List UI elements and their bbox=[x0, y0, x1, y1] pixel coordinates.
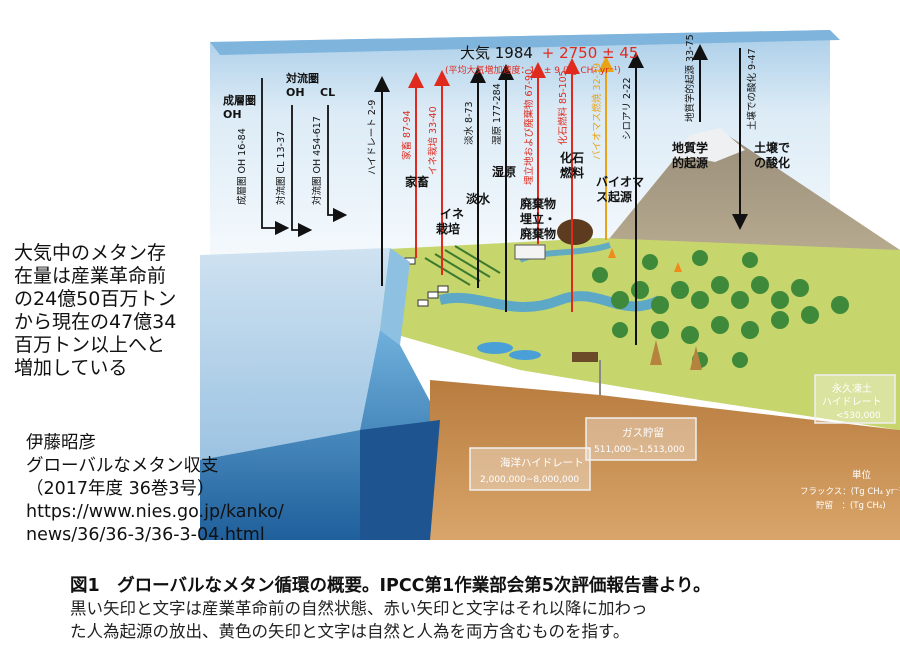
source-label-rice-2: 栽培 bbox=[436, 221, 460, 236]
flux-label-biomass: バイオマス燃焼 32-39 bbox=[591, 63, 603, 160]
source-label-landfill-1: 廃棄物 bbox=[520, 196, 556, 211]
permafrost-box bbox=[814, 374, 896, 424]
flux-label-rice: イネ栽培 33-40 bbox=[427, 106, 439, 175]
flux-label-landfill: 埋立地および廃棄物 67-90 bbox=[523, 69, 535, 185]
flux-label-hydrate: ハイドレート 2-9 bbox=[367, 100, 378, 175]
citation-title: グローバルなメタン収支 bbox=[26, 456, 219, 476]
note-line: 百万トン以上へと bbox=[14, 334, 166, 356]
source-label-fossil-2: 燃料 bbox=[560, 165, 584, 180]
flux-label-geologic: 地質学的起源 33-75 bbox=[684, 34, 696, 122]
note-line: 在量は産業革命前 bbox=[14, 265, 167, 287]
source-label-biomass-1: バイオマ bbox=[596, 175, 644, 189]
note-line: の24億50百万トン bbox=[14, 288, 177, 310]
emission-arrows bbox=[374, 44, 748, 345]
source-label-freshwater: 淡水 bbox=[466, 191, 491, 206]
gas-storage-value: 511,000~1,513,000 bbox=[594, 445, 685, 455]
sink-arrows bbox=[261, 78, 348, 238]
stratosphere-title: 成層圏 bbox=[223, 93, 256, 107]
citation-url-2[interactable]: news/36/36-3/36-3-04.html bbox=[26, 525, 265, 545]
permafrost-name-1: 永久凍土 bbox=[832, 382, 872, 395]
atmosphere-growth-rate: (平均大気増加速度：17 ± 9 (Tg CH₄ yr⁻¹) bbox=[445, 64, 621, 76]
sink-label-trop-oh: 対流圏 OH 454-617 bbox=[311, 116, 323, 205]
source-label-geologic-1: 地質学 bbox=[672, 140, 708, 155]
caption-line-1: 黒い矢印と文字は産業革命前の自然状態、赤い矢印と文字はそれ以降に加わっ bbox=[70, 599, 648, 618]
source-label-livestock: 家畜 bbox=[405, 174, 429, 189]
ocean-hydrate-name: 海洋ハイドレート bbox=[500, 456, 584, 469]
stratosphere-oh: OH bbox=[223, 108, 242, 121]
caption-title: 図1 グローバルなメタン循環の概要。IPCC第1作業部会第5次評価報告書より。 bbox=[70, 576, 711, 596]
flux-label-fossil: 化石燃料 85-105 bbox=[557, 70, 569, 145]
caption-line-2: た人為起源の放出、黄色の矢印と文字は自然と人為を両方含むものを指す。 bbox=[70, 622, 630, 641]
sink-label-trop-cl: 対流圏 CL 13-37 bbox=[275, 131, 287, 205]
citation: 伊藤昭彦 グローバルなメタン収支 （2017年度 36巻3号） https://… bbox=[26, 432, 284, 547]
troposphere-title: 対流圏 bbox=[285, 71, 319, 85]
source-label-wetland: 湿原 bbox=[492, 164, 516, 179]
flux-label-soil: 土壌での酸化 9-47 bbox=[746, 48, 758, 130]
ocean-hydrate-value: 2,000,000~8,000,000 bbox=[480, 475, 579, 485]
note-line: から現在の47億34 bbox=[14, 311, 177, 333]
citation-issue: （2017年度 36巻3号） bbox=[26, 479, 215, 499]
citation-url-1[interactable]: https://www.nies.go.jp/kanko/ bbox=[26, 502, 284, 522]
units-storage: 貯留 ：(Tg CH₄) bbox=[816, 500, 886, 511]
methane-abundance-note: 大気中のメタン存 在量は産業革命前 の24億50百万トン から現在の47億34 … bbox=[14, 242, 176, 380]
permafrost-name-2: ハイドレート bbox=[822, 397, 882, 408]
source-label-landfill-3: 廃棄物 bbox=[520, 226, 556, 241]
ocean-hydrate-box bbox=[469, 447, 591, 491]
atmosphere-preindustrial: 大気 1984 bbox=[460, 44, 533, 62]
troposphere-oh: OH bbox=[286, 86, 305, 99]
reservoir-boxes bbox=[469, 374, 896, 491]
note-line: 増加している bbox=[14, 357, 128, 379]
source-label-soil-2: の酸化 bbox=[754, 155, 790, 170]
source-label-fossil-1: 化石 bbox=[560, 150, 584, 165]
units-flux: フラックス：(Tg CH₄ yr⁻¹) bbox=[800, 487, 900, 497]
source-label-rice-1: イネ bbox=[440, 207, 464, 221]
source-label-soil-1: 土壌で bbox=[754, 140, 790, 155]
flux-label-wetland: 湿原 177-284 bbox=[492, 83, 503, 145]
atmosphere-increase: + 2750 ± 45 bbox=[542, 44, 639, 62]
units-title: 単位 bbox=[852, 469, 872, 481]
gas-storage-name: ガス貯留 bbox=[622, 426, 664, 439]
citation-author: 伊藤昭彦 bbox=[26, 433, 96, 453]
source-label-geologic-2: 的起源 bbox=[672, 155, 708, 170]
source-label-biomass-2: ス起源 bbox=[596, 189, 632, 204]
atmosphere-title: 大気 1984 + 2750 ± 45 bbox=[460, 44, 638, 62]
sink-label-strat-oh: 成層圏 OH 16-84 bbox=[236, 128, 248, 205]
note-line: 大気中のメタン存 bbox=[14, 242, 167, 264]
source-label-landfill-2: 埋立・ bbox=[520, 211, 556, 226]
flux-label-termites: シロアリ 2-22 bbox=[622, 77, 633, 140]
permafrost-value: <530,000 bbox=[836, 411, 881, 421]
gas-storage-box bbox=[585, 417, 697, 461]
figure-caption: 図1 グローバルなメタン循環の概要。IPCC第1作業部会第5次評価報告書より。 … bbox=[70, 572, 711, 643]
flux-label-freshwater: 淡水 8-73 bbox=[463, 101, 475, 145]
troposphere-cl: CL bbox=[320, 86, 335, 99]
flux-label-livestock: 家畜 87-94 bbox=[401, 110, 413, 160]
